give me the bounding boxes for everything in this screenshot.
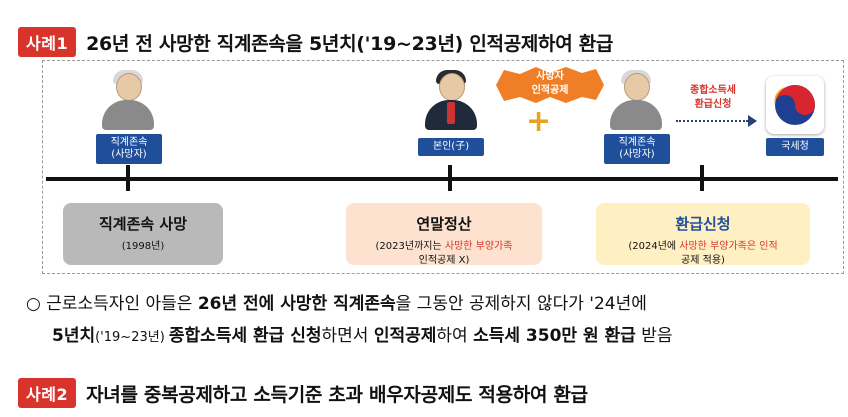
person-label-2: 본인(子) [418,138,484,156]
case2-badge: 사례2 [18,378,77,408]
self-son-figure [421,70,481,130]
case1-header: 사례1 26년 전 사망한 직계존속을 5년치('19~23년) 인적공제하여 … [18,27,613,57]
bullet: ○ [26,294,41,314]
nts-logo-icon [766,76,824,134]
deceased-deduction-badge-text: 사망자 인적공제 [531,71,569,96]
refund-request-label: 종합소득세 환급신청 [690,85,736,110]
card-year-end-settlement: 연말정산 (2023년까지는 사망한 부양가족 인적공제 X) [346,203,542,266]
plus-icon: + [526,104,552,139]
deceased-deduction-badge-icon [496,67,604,103]
card-subtitle: (1998년) [121,241,165,252]
timeline-tick-1 [126,165,130,191]
card-title: 직계존속 사망 [98,215,188,233]
deceased-parent-figure-1 [98,70,158,130]
timeline-line [46,177,838,181]
case2-header: 사례2 자녀를 중복공제하고 소득기준 초과 배우자공제도 적용하여 환급 [18,378,588,408]
deceased-parent-figure-2 [606,70,666,130]
dotted-arrow-line [676,120,748,122]
card-subtitle: (2024년에 사망한 부양가족은 인적 공제 적용) [628,241,778,266]
card-title: 환급신청 [675,215,731,233]
case1-title: 26년 전 사망한 직계존속을 5년치('19~23년) 인적공제하여 환급 [86,32,614,55]
timeline-tick-3 [700,165,704,191]
description-line-2: 5년치('19~23년) 종합소득세 환급 신청하면서 인적공제하여 소득세 3… [52,326,673,346]
case1-badge: 사례1 [18,27,77,57]
timeline-tick-2 [448,165,452,191]
person-label-1: 직계존속 (사망자) [96,134,162,164]
nts-label: 국세청 [766,138,824,156]
card-refund-request: 환급신청 (2024년에 사망한 부양가족은 인적 공제 적용) [596,203,810,266]
description-line-1: ○ 근로소득자인 아들은 26년 전에 사망한 직계존속을 그동안 공제하지 않… [26,294,647,314]
person-label-3: 직계존속 (사망자) [604,134,670,164]
card-parent-death: 직계존속 사망 (1998년) [63,203,223,265]
card-title: 연말정산 [416,215,472,233]
arrow-head-icon [748,115,757,127]
case2-title: 자녀를 중복공제하고 소득기준 초과 배우자공제도 적용하여 환급 [86,383,588,406]
diagram-frame [42,60,844,274]
card-subtitle: (2023년까지는 사망한 부양가족 인적공제 X) [375,241,513,266]
